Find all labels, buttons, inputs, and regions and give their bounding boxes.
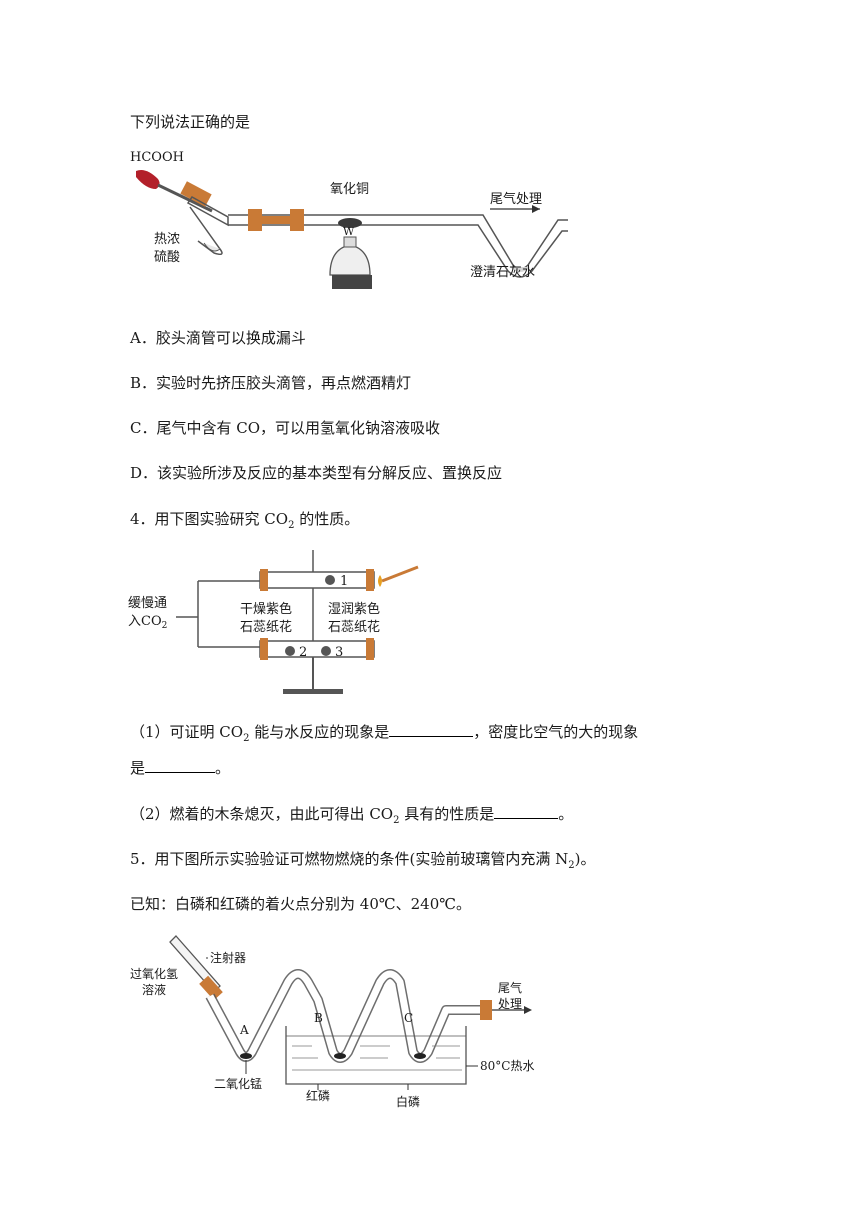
white-phosphorus	[414, 1053, 426, 1059]
answer-blank-1[interactable]	[389, 722, 474, 737]
red-phosphorus	[334, 1053, 346, 1059]
label-tail-gas: 尾气处理	[490, 191, 542, 207]
label-2: 2	[299, 645, 307, 660]
dropper-bulb	[136, 170, 160, 189]
figure-combustion-apparatus: 注射器 过氧化氢 溶液 尾气 处理 A B C 80°C热水 二氧化锰 红磷 白…	[130, 935, 534, 1109]
flower-1	[325, 575, 335, 585]
upper-tube	[259, 571, 375, 589]
option-b: B．实验时先挤压胶头滴管，再点燃酒精灯	[130, 374, 412, 392]
label-dry-1: 干燥紫色	[240, 601, 292, 617]
mno2	[240, 1053, 252, 1059]
label-white-p: 白磷	[396, 1094, 420, 1109]
label-wet-2: 石蕊纸花	[328, 619, 380, 635]
label-wet-1: 湿润紫色	[328, 601, 380, 617]
q5-known: 已知：白磷和红磷的着火点分别为 40℃、240℃。	[130, 895, 472, 913]
label-b: B	[314, 1011, 323, 1025]
reaction-tube	[186, 196, 229, 227]
label-tail-2: 处理	[498, 997, 522, 1011]
label-lime-water: 澄清石灰水	[470, 265, 535, 280]
lower-tube	[259, 640, 375, 658]
label-hot-acid-1: 热浓	[154, 232, 180, 247]
burner-flame: W	[343, 225, 355, 238]
syringe-stopper	[199, 975, 223, 1001]
question-intro: 下列说法正确的是	[130, 113, 251, 131]
label-gas-1: 缓慢通	[128, 595, 167, 611]
q4-part2: （2）燃着的木条熄灭，由此可得出 CO2 具有的性质是。	[130, 804, 574, 826]
label-red-p: 红磷	[306, 1088, 330, 1103]
alcohol-burner	[329, 244, 371, 276]
label-h2o2-1: 过氧化氢	[130, 966, 178, 981]
label-syringe: 注射器	[210, 950, 246, 965]
label-mno2: 二氧化锰	[214, 1076, 262, 1091]
stopper-1	[180, 181, 212, 207]
tail-stopper	[480, 1000, 492, 1020]
flower-3	[321, 646, 331, 656]
dropper-tip	[157, 183, 213, 213]
label-tail-1: 尾气	[498, 980, 522, 995]
connector	[262, 216, 290, 224]
label-c: C	[404, 1011, 413, 1025]
water-bath	[285, 1026, 467, 1085]
stand-base	[283, 689, 343, 694]
q4-stem: 4．用下图实验研究 CO2 的性质。	[130, 510, 360, 531]
answer-blank-2[interactable]	[145, 758, 216, 773]
answer-blank-3[interactable]	[494, 804, 559, 819]
label-dry-2: 石蕊纸花	[240, 619, 292, 635]
burning-stick	[381, 565, 419, 583]
label-hot-water: 80°C热水	[480, 1059, 534, 1073]
q4-part1-line1: （1）可证明 CO2 能与水反应的现象是，密度比空气的大的现象	[130, 722, 639, 744]
label-h2o2-2: 溶液	[142, 982, 166, 997]
burner-stand	[332, 275, 372, 289]
label-hcooh: HCOOH	[130, 150, 184, 165]
stopper-3	[290, 209, 304, 231]
stopper-2	[248, 209, 262, 231]
label-a: A	[239, 1023, 249, 1037]
option-c: C．尾气中含有 CO，可以用氢氧化钠溶液吸收	[130, 419, 441, 437]
label-hot-acid-2: 硫酸	[154, 250, 180, 265]
option-a: A．胶头滴管可以换成漏斗	[130, 329, 306, 347]
q4-part1-line2: 是。	[130, 758, 231, 777]
figure-hcooh-apparatus: HCOOH 热浓 硫酸 氧化铜 W 尾气处理 澄清石灰水	[130, 150, 568, 289]
label-3: 3	[335, 645, 343, 660]
label-copper-oxide: 氧化铜	[330, 182, 369, 197]
option-d: D．该实验所涉及反应的基本类型有分解反应、置换反应	[130, 464, 503, 482]
flower-2	[285, 646, 295, 656]
q5-stem: 5．用下图所示实验验证可燃物燃烧的条件(实验前玻璃管内充满 N2)。	[130, 850, 596, 871]
label-1: 1	[340, 574, 348, 589]
label-gas-2: 入CO2	[128, 614, 167, 631]
stick-flame	[378, 575, 382, 587]
figure-co2-apparatus: 缓慢通 入CO2 1 2 3 干燥紫色 石蕊纸花 湿润紫色 石蕊纸花	[128, 550, 419, 694]
copper-oxide	[338, 218, 362, 228]
lime-water	[510, 267, 530, 272]
